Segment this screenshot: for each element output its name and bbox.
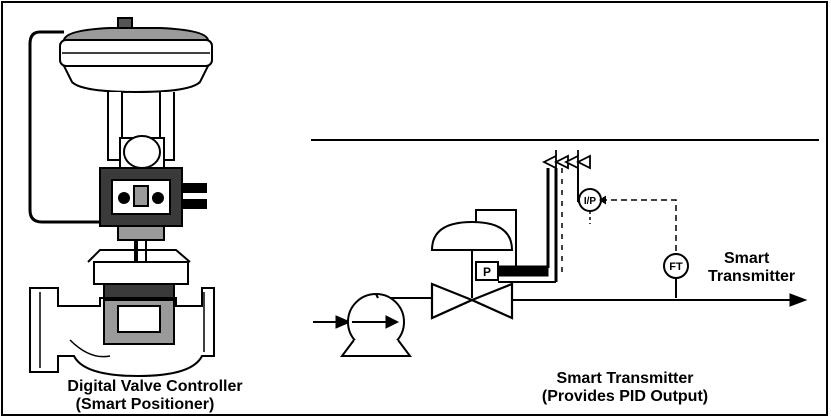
digital-valve-controller-line1: Digital Valve Controller — [67, 378, 243, 395]
ft-tag: FT — [669, 261, 683, 273]
digital-valve-controller-line2: (Smart Positioner) — [75, 396, 215, 413]
control-valve-right — [469, 282, 514, 320]
positioner-tag: P — [483, 265, 491, 279]
supply-valve-1 — [541, 150, 569, 170]
smart-transmitter-bottom-label: Smart Transmitter (Provides PID Output) — [505, 370, 745, 406]
smart-transmitter-right-line1: Smart — [724, 250, 770, 267]
smart-transmitter-bottom-line1: Smart Transmitter — [556, 370, 694, 387]
supply-valve-2 — [563, 150, 591, 170]
smart-transmitter-right-label: Smart Transmitter — [708, 250, 795, 286]
valve-actuator-diaphragm — [430, 220, 514, 251]
pump-symbol — [340, 293, 412, 357]
valve-controller-illustration — [28, 17, 215, 378]
smart-transmitter-right-line2: Transmitter — [708, 268, 796, 285]
digital-valve-controller-label: Digital Valve Controller (Smart Position… — [20, 378, 290, 414]
control-valve-left — [430, 282, 475, 320]
ip-tag: I/P — [584, 196, 597, 207]
smart-transmitter-bottom-line2: (Provides PID Output) — [541, 388, 709, 405]
feedback-tube — [28, 30, 108, 224]
pid-schematic — [311, 139, 819, 357]
